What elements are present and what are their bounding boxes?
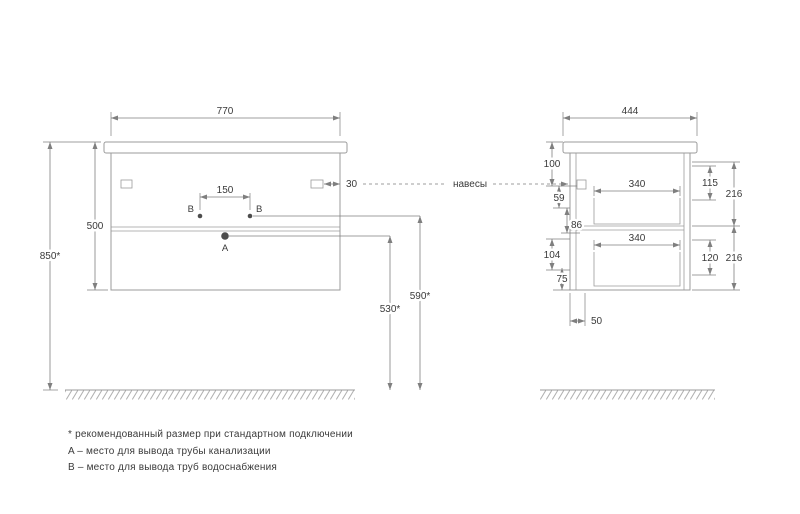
footnote-point-b: B – место для вывода труб водоснабжения: [68, 461, 277, 473]
side-hanger-icon: [576, 179, 587, 190]
point-a-label: A: [222, 243, 229, 254]
hangers-callout: навесы: [363, 179, 568, 190]
floor-front: [65, 389, 355, 400]
dim-104-label: 104: [544, 250, 561, 261]
floor-side: [540, 389, 715, 400]
side-view: [562, 141, 698, 291]
dim-340-top-label: 340: [629, 179, 646, 190]
dim-75-label: 75: [556, 274, 568, 285]
front-dim-width: 770: [110, 106, 341, 136]
hangers-label: навесы: [453, 179, 487, 190]
ground-hatch: [65, 390, 355, 400]
dim-50-label: 50: [591, 316, 603, 327]
dim-115-label: 115: [702, 178, 718, 189]
front-dim-hanger-offset: 30: [324, 179, 358, 190]
dim-120-label: 120: [702, 253, 719, 264]
front-dim-height: 500: [84, 142, 108, 291]
dim-216-bottom-label: 216: [726, 253, 743, 264]
dim-850-label: 850*: [40, 251, 61, 262]
side-dim-hanger-zone: 59: [551, 186, 570, 209]
dim-530-label: 530*: [380, 304, 401, 315]
dim-86-label: 86: [571, 220, 583, 231]
side-dim-siphon-gap: 86: [561, 208, 585, 234]
dim-444-label: 444: [622, 106, 639, 117]
side-dim-back-offset: 50: [569, 293, 603, 327]
front-dim-drain-height: 530*: [377, 236, 403, 390]
side-dim-drawer-top-width: 340: [593, 179, 681, 196]
side-dim-top-inner-height: 115: [692, 165, 721, 201]
footnotes: * рекомендованный размер при стандартном…: [68, 429, 353, 473]
dim-216-top-label: 216: [726, 189, 743, 200]
side-dim-top-to-hanger: 100: [541, 141, 577, 187]
side-drawer-bottom: [593, 252, 681, 287]
dim-590-label: 590*: [410, 291, 431, 302]
point-b-right-label: B: [256, 204, 262, 215]
side-drawer-top: [593, 198, 681, 225]
side-dim-drawer-bottom-width: 340: [593, 233, 681, 250]
side-dim-lower-back: 104: [541, 238, 570, 271]
front-hanger-right-icon: [310, 179, 324, 189]
side-countertop: [562, 141, 698, 154]
side-cabinet-body: [569, 152, 691, 291]
front-view: [103, 141, 348, 291]
dim-150-label: 150: [217, 185, 234, 196]
footnote-point-a: A – место для вывода трубы канализации: [68, 445, 271, 457]
dim-500-label: 500: [87, 221, 104, 232]
dim-770-label: 770: [217, 106, 234, 117]
ground-hatch: [540, 390, 715, 400]
dim-100-label: 100: [544, 159, 561, 170]
front-dim-total-height: 850*: [37, 141, 101, 391]
point-a: [221, 232, 229, 240]
front-cabinet-body: [110, 152, 341, 291]
front-dim-faucet-spacing: 150: [199, 185, 251, 210]
side-dim-bottom-inner-height: 120: [692, 239, 721, 276]
side-dim-bottom-clearance: 75: [553, 268, 570, 291]
footnote-recommended: * рекомендованный размер при стандартном…: [68, 429, 353, 440]
point-b-left: [197, 213, 203, 219]
side-dim-depth: 444: [562, 106, 698, 136]
dim-30-label: 30: [346, 179, 358, 190]
front-hanger-left-icon: [120, 179, 133, 189]
dim-59-label: 59: [553, 193, 565, 204]
front-dim-supply-height: 590*: [407, 216, 433, 390]
side-dim-top-front-height: 216: [692, 161, 745, 227]
side-dim-bottom-front-height: 216: [692, 226, 745, 291]
point-b-right: [247, 213, 253, 219]
front-countertop: [103, 141, 348, 154]
point-b-left-label: B: [188, 204, 194, 215]
dim-340-bottom-label: 340: [629, 233, 646, 244]
connection-points: B B A: [188, 204, 420, 254]
